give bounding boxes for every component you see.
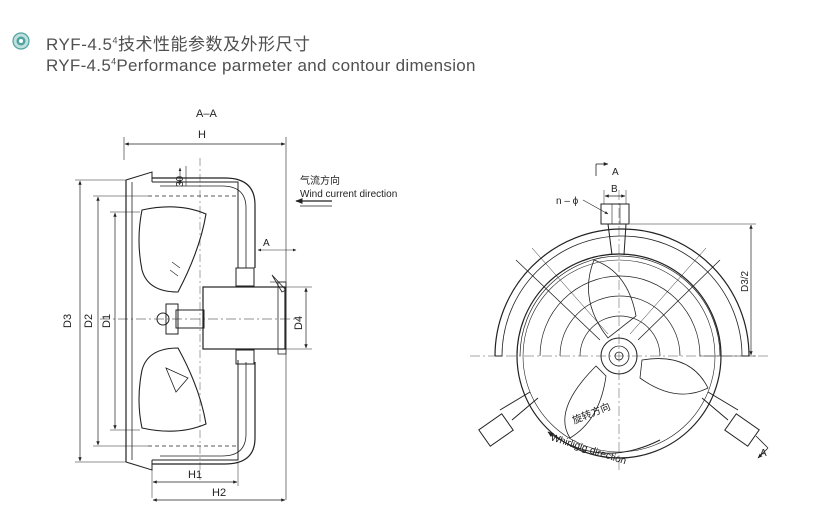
target-bullet-icon xyxy=(12,32,30,50)
airflow-label-zh: 气流方向 xyxy=(300,174,340,187)
dim-d3-half-label: D3/2 xyxy=(740,270,751,292)
dim-h2-label: H2 xyxy=(212,487,226,499)
section-a-top-label: A xyxy=(612,167,619,178)
rotation-label-zh: 旋转方向 xyxy=(570,400,612,427)
dim-d3-label: D3 xyxy=(62,314,74,328)
dim-h1-label: H1 xyxy=(188,469,202,481)
front-view xyxy=(470,162,770,470)
dim-a-label: A xyxy=(263,238,270,249)
airflow-label-en: Wind current direction xyxy=(300,189,397,200)
title-english: RYF-4.54Performance parmeter and contour… xyxy=(46,56,476,75)
section-a-bottom-label: A xyxy=(760,448,767,459)
dim-n-phi-label: n – ϕ xyxy=(556,196,579,207)
dim-d2-label: D2 xyxy=(83,314,95,328)
dim-d4-label: D4 xyxy=(293,316,305,330)
side-view: A–A H 30 xyxy=(62,108,332,502)
dim-b-label: B xyxy=(611,184,618,195)
rotation-label-en: Whirligig direction xyxy=(549,432,627,467)
section-label-aa: A–A xyxy=(196,108,217,120)
dim-30-label: 30 xyxy=(175,175,186,187)
title-chinese: RYF-4.54技术性能参数及外形尺寸 xyxy=(46,35,311,54)
dim-h-label: H xyxy=(198,129,206,141)
dim-d1-label: D1 xyxy=(101,314,113,328)
